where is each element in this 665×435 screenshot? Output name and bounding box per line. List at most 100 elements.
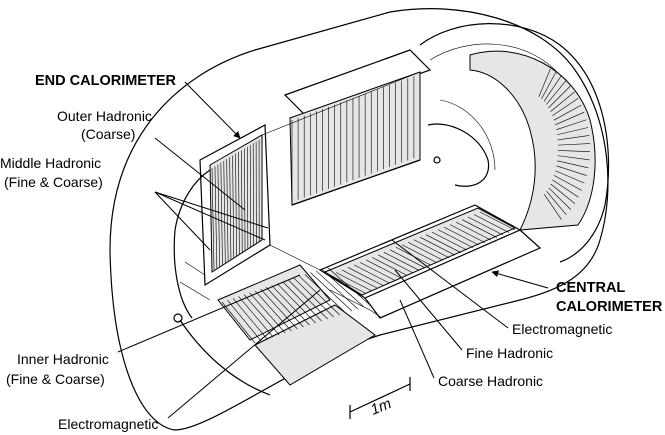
plate-line (419, 236, 456, 256)
plate-line (455, 221, 492, 241)
plate-line (243, 294, 280, 336)
plate-line (353, 264, 390, 284)
label-electromagnetic-central: Electromagnetic (512, 321, 612, 337)
plate-line (310, 272, 353, 312)
plate-line (315, 270, 359, 310)
label-central: CENTRAL (556, 280, 625, 296)
plate-line (449, 224, 486, 243)
plate-line (347, 267, 384, 286)
plate-line (232, 155, 235, 258)
label-outer-hadronic: Outer Hadronic (57, 108, 152, 124)
plate-line (383, 252, 420, 271)
plate-line (235, 153, 237, 256)
plate-line (553, 104, 582, 121)
plate-line (548, 85, 571, 109)
scale-bar: 1m (349, 377, 411, 419)
plate-line (555, 111, 585, 126)
upper-central-module (283, 49, 432, 206)
label-inner-hadronic: Inner Hadronic (17, 351, 109, 367)
plate-line (557, 143, 590, 146)
plate-line (557, 160, 589, 169)
plate-line (211, 167, 215, 271)
plate-line (556, 119, 587, 130)
label-coarse-hadronic: Coarse Hadronic (438, 373, 543, 389)
plate-line (265, 287, 304, 328)
plate-line (557, 135, 590, 141)
plate-line (271, 285, 310, 326)
plate-line (214, 166, 218, 269)
plate-line (546, 191, 567, 216)
plate-line (221, 301, 256, 344)
plate-line (238, 152, 240, 255)
plate-line (437, 229, 474, 248)
plate-line (232, 298, 268, 340)
plate-line (217, 164, 220, 267)
plate-line (241, 150, 243, 253)
plate-line (254, 290, 292, 332)
left-inner-modules (179, 264, 376, 396)
plate-line (548, 187, 572, 210)
plate-line (461, 219, 498, 238)
plate-line (223, 160, 226, 263)
plate-line (365, 259, 402, 279)
plate-line (246, 146, 249, 249)
plate-line (260, 288, 298, 330)
plate-line (413, 239, 450, 258)
label-central-calorimeter: CALORIMETER (556, 299, 663, 315)
plate-line (238, 296, 274, 338)
plate-line (546, 80, 567, 105)
label-outer-hadronic-coarse: (Coarse) (81, 126, 135, 142)
plate-line (244, 148, 246, 251)
plate-line (288, 279, 328, 320)
detector-body (109, 8, 610, 431)
plate-line (227, 299, 262, 342)
label-fine-hadronic: Fine Hadronic (466, 345, 553, 361)
plate-line (550, 183, 576, 204)
plate-line (282, 281, 322, 322)
plate-line (304, 274, 346, 314)
plate-line (479, 211, 516, 231)
plate-line (371, 257, 408, 276)
right-end-calorimeter (469, 50, 596, 231)
scale-bar-label: 1m (368, 395, 394, 419)
left-end-calorimeter (173, 124, 271, 323)
plate-line (293, 277, 334, 318)
label-middle-hadronic-sub: (Fine & Coarse) (4, 174, 103, 190)
label-inner-hadronic-sub: (Fine & Coarse) (6, 371, 105, 387)
plate-line (329, 274, 366, 294)
label-middle-hadronic: Middle Hadronic (0, 155, 101, 171)
plate-line (556, 165, 587, 176)
plate-line (407, 241, 444, 261)
inner-ring-right (427, 99, 496, 187)
plate-line (335, 272, 372, 291)
plate-line (226, 159, 229, 262)
plate-line (431, 231, 468, 251)
plate-line (377, 254, 414, 274)
plate-line (277, 283, 316, 324)
lower-central-module (318, 204, 542, 319)
plate-line (443, 226, 480, 246)
label-electromagnetic-end: Electromagnetic (58, 416, 158, 432)
plate-line (425, 234, 462, 253)
plate-line (341, 269, 378, 289)
plate-line (552, 97, 579, 117)
plate-line (543, 75, 562, 102)
plate-line (249, 292, 286, 334)
plate-line (326, 266, 371, 306)
plate-line (541, 71, 557, 100)
plate-line (552, 179, 579, 198)
plate-line (550, 91, 575, 112)
plate-line (555, 170, 585, 184)
plate-line (229, 157, 232, 260)
plate-line (557, 127, 589, 136)
plate-line (299, 275, 340, 316)
label-end-calorimeter: END CALORIMETER (35, 73, 177, 89)
plate-line (543, 194, 562, 220)
plate-line (557, 150, 590, 152)
plate-line (467, 216, 504, 236)
plate-line (473, 214, 510, 233)
plate-line (389, 249, 426, 269)
plate-line (401, 244, 438, 264)
plate-line (321, 268, 365, 308)
